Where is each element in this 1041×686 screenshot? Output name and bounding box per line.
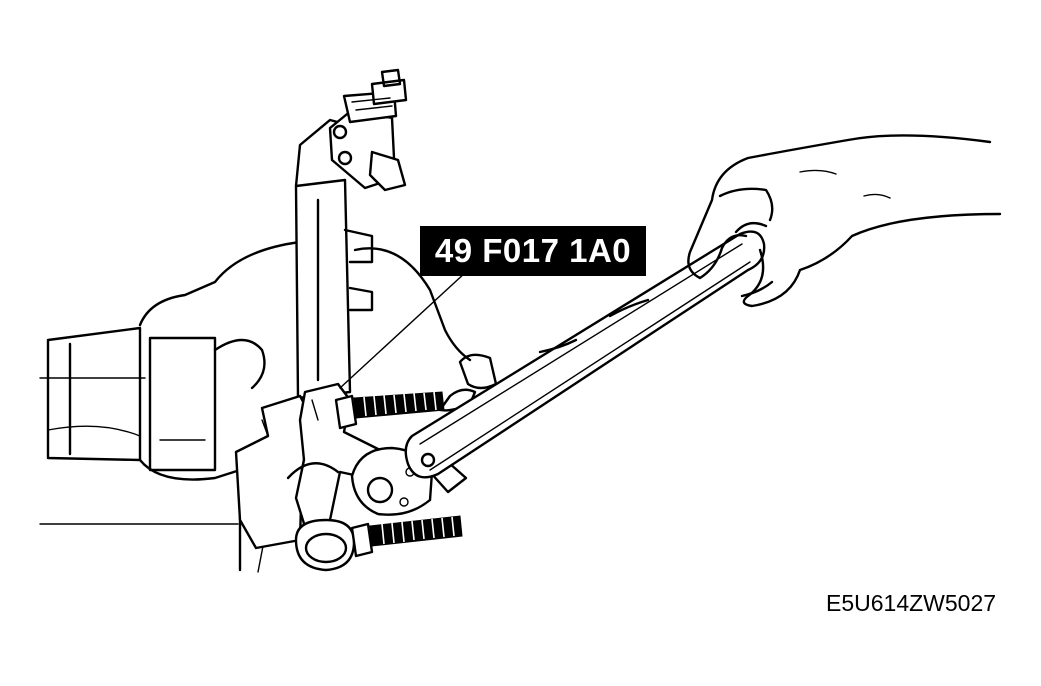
special-tool-puller [234, 382, 382, 572]
upper-forcing-bolt [334, 391, 445, 430]
lower-forcing-bolt [350, 515, 463, 558]
figure-code-label: E5U614ZW5027 [826, 590, 997, 616]
wrench [404, 230, 766, 479]
reference-lines [39, 377, 269, 573]
technician-hand [687, 134, 1002, 308]
tool-number-callout: 49 F017 1A0 [420, 226, 646, 276]
tool-number-label: 49 F017 1A0 [434, 232, 632, 269]
callout-leader-line [339, 271, 467, 389]
gear-column [294, 68, 408, 400]
